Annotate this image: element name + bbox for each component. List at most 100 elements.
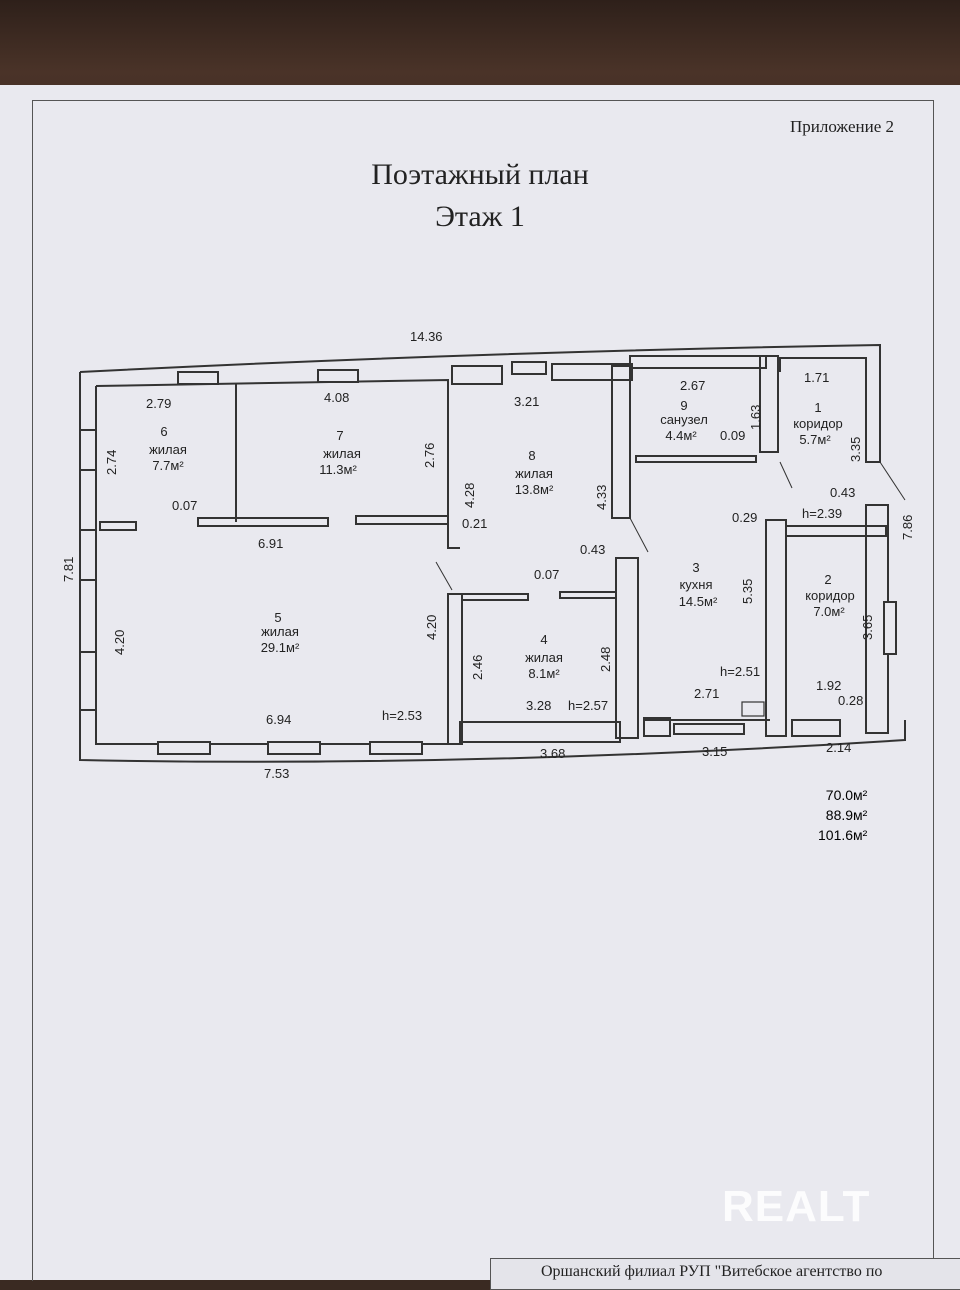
appendix-label: Приложение 2 — [790, 117, 894, 136]
dim-room2-width: 1.92 — [816, 678, 841, 693]
dim-room3-height: 5.35 — [740, 579, 755, 604]
svg-text:8.1м²: 8.1м² — [528, 666, 560, 681]
wall — [197, 517, 329, 527]
dim-wall-021: 0.21 — [462, 516, 487, 531]
svg-text:4: 4 — [540, 632, 547, 647]
dim-ceiling-239: h=2.39 — [802, 506, 842, 521]
outer-wall — [79, 343, 881, 463]
dim-ext-315: 3.15 — [702, 744, 727, 759]
dim-wall-029: 0.29 — [732, 510, 757, 525]
wall — [643, 717, 671, 737]
total-area-full: 101.6м² — [818, 827, 868, 843]
dim-room9-height: 1.63 — [748, 405, 763, 430]
dim-wall-043: 0.43 — [830, 485, 855, 500]
inner-outer-wall — [95, 378, 460, 549]
dim-wall-043b: 0.43 — [580, 542, 605, 557]
wall — [615, 557, 639, 739]
window — [673, 723, 745, 735]
wall — [447, 593, 463, 745]
dim-room5-right: 4.20 — [424, 615, 439, 640]
svg-text:7: 7 — [336, 428, 343, 443]
dim-room4-ceiling: h=2.57 — [568, 698, 608, 713]
wall — [99, 521, 137, 531]
room-2-label: 2 коридор 7.0м² — [805, 572, 855, 619]
svg-text:9: 9 — [680, 398, 687, 413]
window — [157, 741, 211, 755]
dim-room8-right: 4.33 — [594, 485, 609, 510]
room-9-label: 9 санузел 4.4м² — [660, 398, 708, 443]
wall — [611, 365, 631, 519]
dim-ext-368: 3.68 — [540, 746, 565, 761]
dim-room4-right: 2.48 — [598, 647, 613, 672]
dim-total-depth: 7.81 — [61, 557, 76, 582]
window — [317, 369, 359, 383]
dim-room5-bottom: 6.94 — [266, 712, 291, 727]
wall — [559, 591, 617, 599]
dim-room1-width: 1.71 — [804, 370, 829, 385]
dim-room3-ceiling: h=2.51 — [720, 664, 760, 679]
dim-room6-height: 2.74 — [104, 450, 119, 475]
stamp-text: Оршанский филиал РУП "Витебское агентств… — [541, 1263, 883, 1280]
inner-outer-wall — [95, 386, 460, 745]
room-3-label: 3 кухня 14.5м² — [679, 560, 718, 609]
dim-room1-height: 3.35 — [848, 437, 863, 462]
area-totals: 70.0м² 88.9м² 101.6м² — [818, 785, 867, 845]
total-area: 88.9м² — [825, 807, 868, 823]
window — [267, 741, 321, 755]
dim-ext-753: 7.53 — [264, 766, 289, 781]
outer-wall — [79, 372, 906, 763]
svg-text:1: 1 — [814, 400, 821, 415]
floor-title: Этаж 1 — [435, 200, 525, 233]
total-living-area: 70.0м² — [825, 787, 868, 803]
svg-text:жилая: жилая — [261, 624, 299, 639]
room-4-label: 4 жилая 8.1м² — [525, 632, 563, 681]
svg-text:4.4м²: 4.4м² — [665, 428, 697, 443]
svg-text:29.1м²: 29.1м² — [261, 640, 300, 655]
svg-text:кухня: кухня — [679, 577, 712, 592]
window — [369, 741, 423, 755]
svg-text:коридор: коридор — [793, 416, 843, 431]
svg-text:коридор: коридор — [805, 588, 855, 603]
dim-room6-width: 2.79 — [146, 396, 171, 411]
room-7-label: 7 жилая 11.3м² — [319, 428, 361, 477]
svg-text:жилая: жилая — [515, 466, 553, 481]
wall — [785, 525, 887, 537]
dim-room9-door: 0.09 — [720, 428, 745, 443]
svg-text:жилая: жилая — [323, 446, 361, 461]
dim-room3-bottom: 2.71 — [694, 686, 719, 701]
svg-text:5.7м²: 5.7м² — [799, 432, 831, 447]
dim-wall-007: 0.07 — [172, 498, 197, 513]
dim-room5-top: 6.91 — [258, 536, 283, 551]
dim-room7-width: 4.08 — [324, 390, 349, 405]
svg-text:санузел: санузел — [660, 412, 708, 427]
svg-text:2: 2 — [824, 572, 831, 587]
room-1-label: 1 коридор 5.7м² — [793, 400, 843, 447]
wall — [759, 355, 779, 453]
wall — [765, 519, 787, 737]
room-8-label: 8 жилая 13.8м² — [515, 448, 554, 497]
wall — [629, 355, 767, 369]
svg-text:жилая: жилая — [525, 650, 563, 665]
dim-room5-ceiling: h=2.53 — [382, 708, 422, 723]
wall — [355, 515, 449, 525]
realt-watermark-logo: REALT — [722, 1182, 871, 1231]
window — [79, 529, 97, 581]
dim-room8-left: 4.28 — [462, 483, 477, 508]
window — [511, 361, 547, 375]
svg-text:11.3м²: 11.3м² — [319, 462, 357, 477]
svg-text:6: 6 — [160, 424, 167, 439]
dim-wall-007b: 0.07 — [534, 567, 559, 582]
window — [883, 601, 897, 655]
svg-text:8: 8 — [528, 448, 535, 463]
svg-text:3: 3 — [692, 560, 699, 575]
bottom-stamp-box: Оршанский филиал РУП "Витебское агентств… — [490, 1258, 960, 1290]
document-page — [0, 85, 960, 1280]
dim-room2-height: 3.65 — [860, 615, 875, 640]
dim-room5-left: 4.20 — [112, 630, 127, 655]
dim-room9-width: 2.67 — [680, 378, 705, 393]
dim-total-width: 14.36 — [410, 329, 443, 344]
wall — [461, 593, 529, 601]
wall — [551, 363, 633, 381]
svg-text:7.0м²: 7.0м² — [813, 604, 845, 619]
